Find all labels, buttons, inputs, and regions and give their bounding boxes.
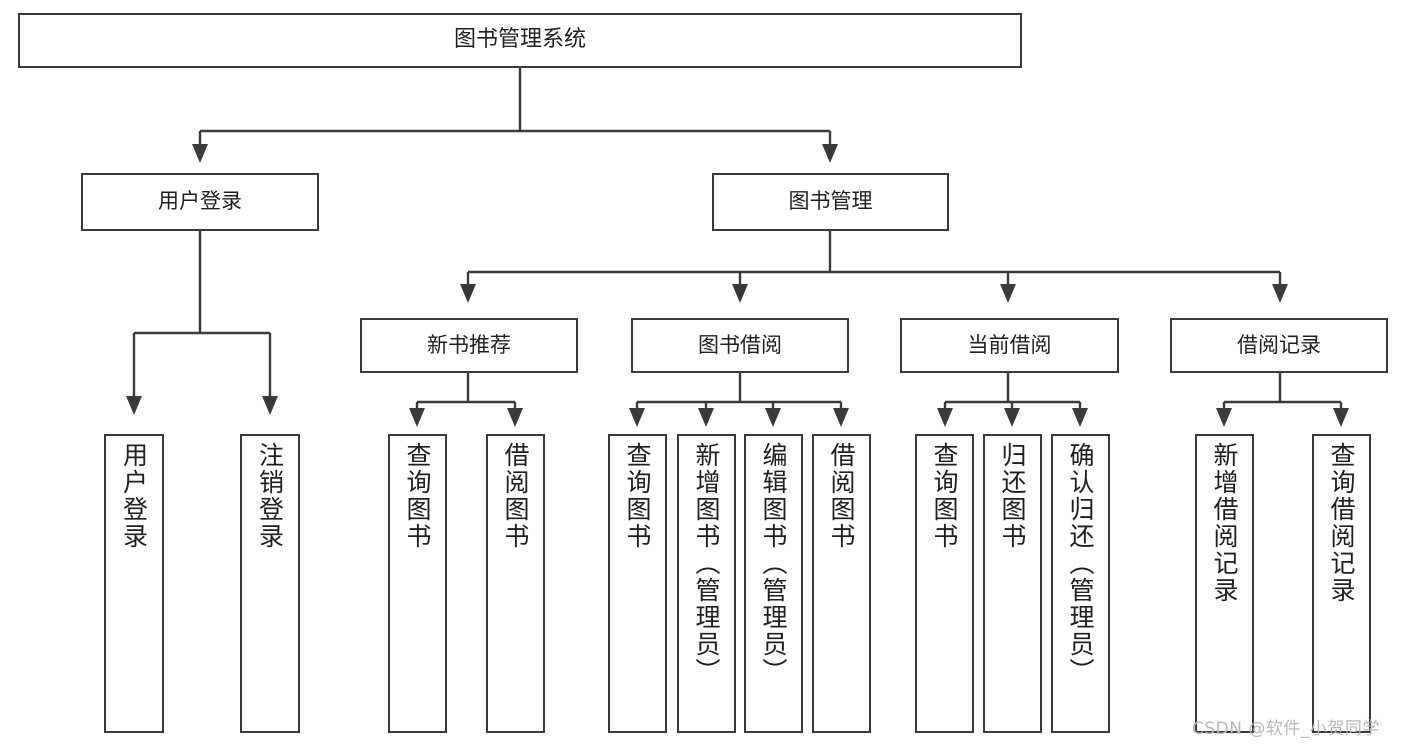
node-label: 图书管理 [788, 189, 873, 214]
node-borrow-record[interactable]: 借阅记录 [1170, 318, 1388, 373]
arrow-currentborrow-leaf-2 [1004, 408, 1020, 427]
node-new-book-recommend[interactable]: 新书推荐 [360, 318, 578, 373]
arrow-bookborrow-leaf-3 [765, 408, 781, 427]
leaf-newbook-query-book[interactable]: 查询图书 [388, 434, 447, 733]
node-label: 图书借阅 [698, 332, 782, 357]
node-label: 确认归还（管理员） [1066, 442, 1095, 685]
arrow-currentborrow-leaf-1 [937, 408, 953, 427]
node-user-login[interactable]: 用户登录 [81, 173, 319, 231]
arrow-to-book-manage [822, 144, 838, 163]
node-current-borrow[interactable]: 当前借阅 [900, 318, 1119, 373]
leaf-logout[interactable]: 注销登录 [240, 434, 300, 733]
arrow-to-logout-leaf [262, 396, 278, 415]
arrow-to-user-login [192, 144, 208, 163]
arrow-to-borrow-record [1272, 284, 1288, 303]
node-label: 归还图书 [998, 442, 1027, 550]
leaf-record-query-record[interactable]: 查询借阅记录 [1312, 434, 1371, 733]
node-label: 查询图书 [623, 442, 652, 550]
arrow-bookborrow-leaf-4 [833, 408, 849, 427]
arrow-newbook-leaf-2 [507, 408, 523, 427]
node-label: 查询图书 [930, 442, 959, 550]
leaf-borrow-borrow-book[interactable]: 借阅图书 [812, 434, 871, 733]
leaf-newbook-borrow-book[interactable]: 借阅图书 [486, 434, 545, 733]
leaf-user-login[interactable]: 用户登录 [104, 434, 164, 733]
leaf-current-return-book[interactable]: 归还图书 [983, 434, 1042, 733]
node-label: 新书推荐 [427, 332, 511, 357]
leaf-current-query-book[interactable]: 查询图书 [915, 434, 974, 733]
node-label: 当前借阅 [967, 332, 1052, 357]
arrow-to-user-login-leaf [126, 396, 142, 415]
leaf-borrow-add-book-admin[interactable]: 新增图书（管理员） [677, 434, 736, 733]
csdn-watermark: CSDN @软件_小贺同学 [1192, 719, 1380, 739]
node-label: 查询借阅记录 [1327, 442, 1356, 604]
arrow-borrowrecord-leaf-2 [1333, 408, 1349, 427]
arrow-to-current-borrow [1000, 284, 1016, 303]
leaf-record-add-record[interactable]: 新增借阅记录 [1195, 434, 1254, 733]
node-label: 用户登录 [119, 442, 149, 550]
node-label: 新增借阅记录 [1210, 442, 1239, 604]
node-label: 查询图书 [403, 442, 432, 550]
node-label: 用户登录 [158, 189, 242, 214]
node-book-management[interactable]: 图书管理 [712, 173, 949, 231]
node-book-borrow[interactable]: 图书借阅 [631, 318, 849, 373]
arrow-bookborrow-leaf-1 [629, 408, 645, 427]
arrow-currentborrow-leaf-3 [1072, 408, 1088, 427]
leaf-current-confirm-return-admin[interactable]: 确认归还（管理员） [1051, 434, 1110, 733]
node-label: 图书管理系统 [453, 27, 586, 53]
leaf-borrow-edit-book-admin[interactable]: 编辑图书（管理员） [744, 434, 803, 733]
node-label: 注销登录 [255, 442, 285, 550]
node-label: 编辑图书（管理员） [759, 442, 788, 685]
leaf-borrow-query-book[interactable]: 查询图书 [608, 434, 667, 733]
arrow-to-new-book-recommend [460, 284, 476, 303]
arrow-bookborrow-leaf-2 [698, 408, 714, 427]
arrow-newbook-leaf-1 [409, 408, 425, 427]
node-label: 借阅图书 [501, 442, 530, 550]
arrow-to-book-borrow [732, 284, 748, 303]
node-label: 新增图书（管理员） [692, 442, 721, 685]
arrow-borrowrecord-leaf-1 [1216, 408, 1232, 427]
node-system-root[interactable]: 图书管理系统 [18, 13, 1022, 68]
node-label: 借阅记录 [1237, 332, 1321, 357]
node-label: 借阅图书 [827, 442, 856, 550]
